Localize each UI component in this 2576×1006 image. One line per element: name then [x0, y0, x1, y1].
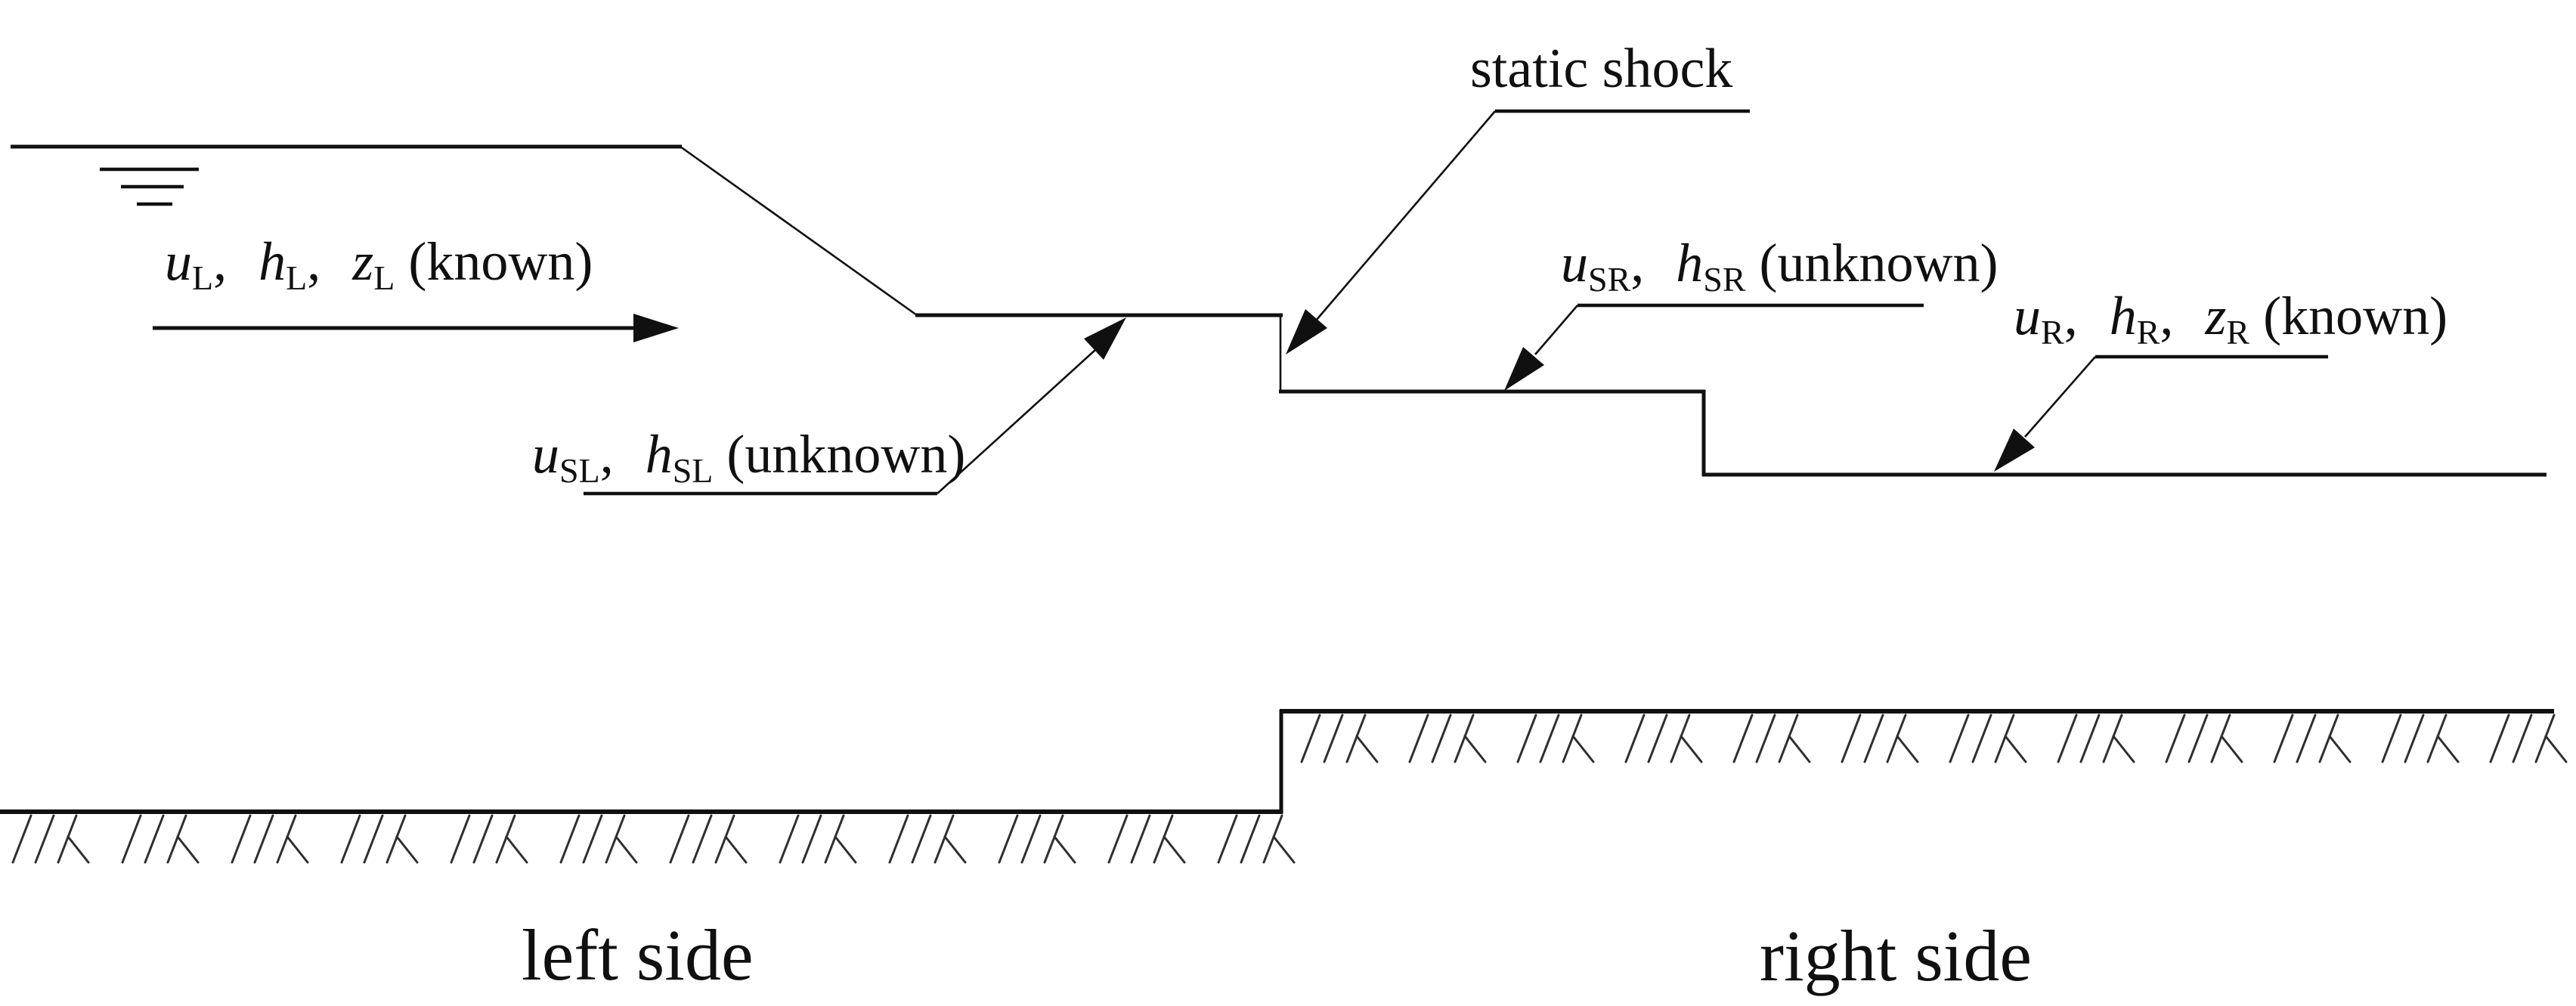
- ground-hatch-group: [340, 814, 419, 864]
- water-surface-slope-line: [680, 145, 918, 317]
- label-shock-left: uSL,hSL(unknown): [532, 424, 965, 490]
- shock-left-leader-line: [937, 349, 1096, 494]
- leader-static-shock: [1286, 109, 1750, 354]
- label-right-known: uR,hR,zR(known): [2014, 286, 2448, 351]
- ground-hatching-right: [1300, 713, 2568, 763]
- ground-hatch-group: [1300, 713, 1379, 763]
- ground-hatch-group: [231, 814, 309, 864]
- ground-hatch-group: [2057, 713, 2135, 763]
- label-shock-right: uSR,hSR(unknown): [1561, 233, 1998, 299]
- ground-hatch-group: [2381, 713, 2460, 763]
- label-right-side: right side: [1760, 915, 2032, 996]
- ground-hatch-group: [1949, 713, 2027, 763]
- ground-hatch-group: [998, 814, 1076, 864]
- ground-hatch-group: [1217, 814, 1296, 864]
- ground-hatch-group: [2165, 713, 2243, 763]
- shock-right-leader-line: [1534, 305, 1578, 355]
- shock-right-arrow-head-icon: [1504, 347, 1544, 391]
- ground-hatch-group: [2489, 713, 2568, 763]
- ground-hatch-group: [450, 814, 528, 864]
- ground-hatching-left: [11, 814, 1296, 864]
- ground-hatch-group: [121, 814, 200, 864]
- ground-hatch-group: [559, 814, 638, 864]
- water-level-icon: [100, 167, 199, 206]
- ground-hatch-group: [1732, 713, 1811, 763]
- ground-hatch-group: [888, 814, 967, 864]
- leader-right-known: [1994, 354, 2328, 472]
- bed-profile: [0, 709, 2554, 814]
- leader-shock-right: [1504, 303, 1924, 391]
- ground-hatch-group: [1516, 713, 1595, 763]
- right-known-arrow-head-icon: [1994, 429, 2035, 472]
- label-left-side: left side: [522, 915, 754, 995]
- static-shock-arrow-head-icon: [1286, 309, 1327, 354]
- ground-hatch-group: [2273, 713, 2352, 763]
- flow-direction-arrow: [153, 314, 679, 342]
- ground-hatch-group: [1841, 713, 1919, 763]
- right-known-leader-line: [2024, 356, 2096, 438]
- leader-shock-left: [584, 317, 1126, 496]
- ground-hatch-group: [1107, 814, 1186, 864]
- ground-hatch-group: [11, 814, 90, 864]
- label-left-known: uL,hL,zL(known): [165, 231, 593, 297]
- ground-hatch-group: [1624, 713, 1703, 763]
- label-static-shock: static shock: [1470, 38, 1732, 100]
- ground-hatch-group: [1408, 713, 1487, 763]
- ground-hatch-group: [669, 814, 748, 864]
- shock-left-arrow-head-icon: [1084, 317, 1126, 360]
- ground-hatch-group: [779, 814, 857, 864]
- flow-arrow-head-icon: [633, 314, 679, 342]
- static-shock-leader-line: [1315, 110, 1496, 321]
- water-surface-profile: [11, 144, 2547, 477]
